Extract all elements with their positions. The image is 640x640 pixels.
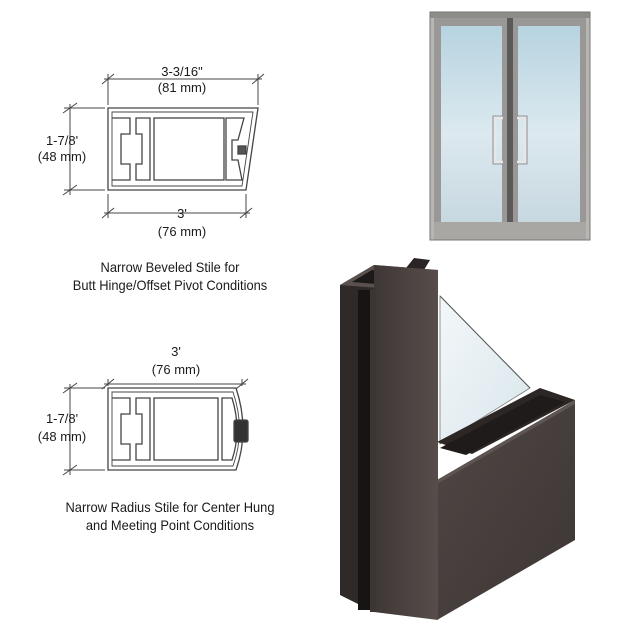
beveled-dimension-lines	[62, 73, 265, 219]
radius-width-top: 3'	[171, 344, 181, 359]
beveled-caption-line1: Narrow Beveled Stile for	[100, 259, 240, 275]
beveled-width-bottom-mm: (76 mm)	[157, 224, 207, 239]
radius-height-mm: (48 mm)	[37, 429, 87, 444]
beveled-stile-section	[107, 107, 259, 191]
radius-dimension-lines	[62, 378, 249, 476]
radius-width-top-mm: (76 mm)	[151, 362, 201, 377]
beveled-width-top: 3-3/16"	[161, 64, 203, 79]
door-photo	[429, 11, 591, 241]
radius-caption-line2: and Meeting Point Conditions	[85, 517, 255, 533]
radius-stile-section	[107, 387, 249, 471]
radius-caption-line1: Narrow Radius Stile for Center Hung	[65, 499, 275, 515]
beveled-caption-line2: Butt Hinge/Offset Pivot Conditions	[72, 277, 268, 293]
beveled-width-top-mm: (81 mm)	[157, 80, 207, 95]
frame-corner-render	[340, 258, 575, 620]
radius-height: 1-7/8'	[45, 411, 79, 426]
beveled-height: 1-7/8'	[45, 133, 79, 148]
beveled-height-mm: (48 mm)	[37, 149, 87, 164]
beveled-width-bottom: 3'	[177, 206, 187, 221]
